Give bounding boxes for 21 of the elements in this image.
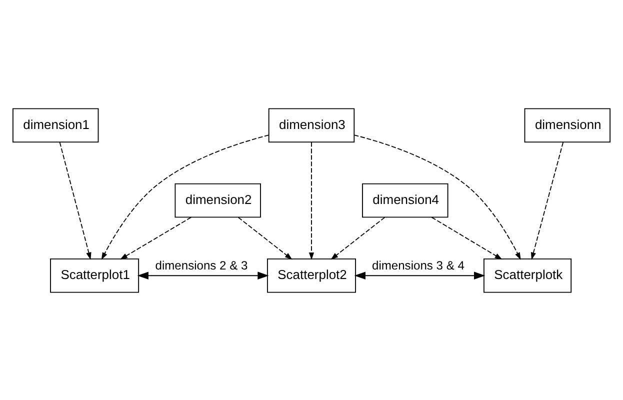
arrow — [101, 134, 270, 260]
edge-label: dimensions 2 & 3 — [155, 258, 248, 272]
node-box: Scatterplot2 — [267, 258, 356, 292]
arrow — [137, 271, 269, 279]
node-box: Scatterplot1 — [50, 258, 140, 292]
node-box: dimension4 — [362, 182, 448, 218]
node-box: dimensionn — [524, 108, 611, 142]
edge-label: dimensions 3 & 4 — [372, 258, 464, 272]
node-box: dimension3 — [268, 108, 355, 142]
arrow — [431, 216, 502, 260]
node-box: Scatterplotk — [484, 258, 572, 292]
node-box: dimension1 — [12, 108, 99, 142]
arrow — [330, 216, 386, 260]
node-box: dimension2 — [174, 182, 261, 218]
arrow — [354, 271, 486, 279]
arrow — [120, 216, 192, 260]
arrow — [59, 141, 92, 260]
arrow — [308, 141, 314, 260]
arrow — [238, 216, 292, 260]
arrow — [530, 141, 564, 260]
arrow — [354, 134, 521, 260]
